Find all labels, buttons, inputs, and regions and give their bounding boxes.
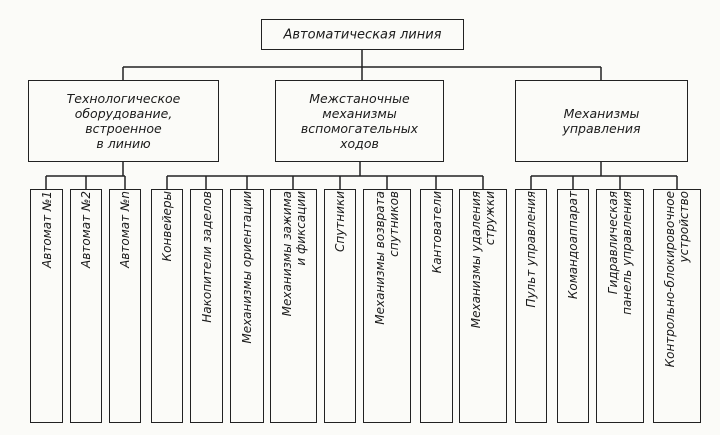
leaf-label: Конвейеры [160, 191, 174, 262]
leaf-label: Командоаппарат [566, 191, 580, 300]
group-label-equipment: Технологическое оборудование, встроенное… [66, 91, 181, 151]
leaf-pallets: Спутники [324, 189, 356, 423]
leaf-interlock-device: Контрольно-блокировочное устройство [653, 189, 701, 423]
leaf-label: Механизмы возврата спутников [373, 191, 401, 325]
leaf-command-device: Командоаппарат [557, 189, 589, 423]
leaf-label: Контрольно-блокировочное устройство [663, 191, 691, 368]
leaf-label: Спутники [333, 191, 347, 253]
leaf-automat-n: Автомат №n [109, 189, 141, 423]
leaf-label: Накопители заделов [199, 191, 214, 323]
leaf-label: Механизмы зажима и фиксации [279, 191, 308, 317]
leaf-automat-1: Автомат №1 [30, 189, 63, 423]
leaf-label: Автомат №1 [39, 191, 54, 268]
leaf-chip-removal-mechanisms: Механизмы удаления стружки [459, 189, 507, 423]
leaf-buffer-stores: Накопители заделов [190, 189, 223, 423]
leaf-control-desk: Пульт управления [515, 189, 547, 423]
leaf-label: Гидравлическая панель управления [606, 191, 634, 315]
leaf-label: Автомат №2 [79, 191, 93, 268]
leaf-label: Автомат №n [118, 191, 132, 268]
group-node-equipment: Технологическое оборудование, встроенное… [28, 80, 219, 162]
leaf-pallet-return-mechanisms: Механизмы возврата спутников [363, 189, 411, 423]
group-label-control: Механизмы управления [562, 106, 641, 136]
leaf-hydraulic-control-panel: Гидравлическая панель управления [596, 189, 644, 423]
leaf-orientation-mechanisms: Механизмы ориентации [230, 189, 264, 423]
root-node: Автоматическая линия [261, 19, 464, 50]
leaf-tilters: Кантователи [420, 189, 453, 423]
root-node-label: Автоматическая линия [283, 27, 442, 42]
group-node-control: Механизмы управления [515, 80, 688, 162]
leaf-conveyors: Конвейеры [151, 189, 183, 423]
leaf-label: Пульт управления [524, 191, 538, 308]
group-label-interstation: Межстаночные механизмы вспомогательных х… [300, 91, 419, 151]
leaf-label: Механизмы ориентации [240, 191, 254, 344]
leaf-clamping-mechanisms: Механизмы зажима и фиксации [270, 189, 317, 423]
leaf-label: Механизмы удаления стружки [469, 191, 497, 329]
leaf-label: Кантователи [429, 191, 444, 274]
group-node-interstation: Межстаночные механизмы вспомогательных х… [275, 80, 444, 162]
leaf-automat-2: Автомат №2 [70, 189, 102, 423]
